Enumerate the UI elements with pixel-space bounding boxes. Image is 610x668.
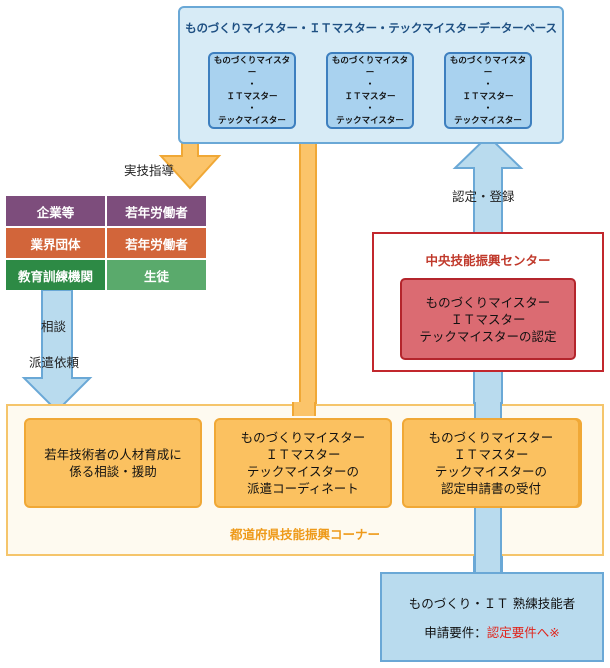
center-title: 中央技能振興センター bbox=[425, 253, 551, 268]
org-row: 業界団体 若年労働者 bbox=[6, 228, 206, 258]
certify-register-label: 認定・登録 bbox=[452, 189, 515, 204]
org-cell-left: 企業等 bbox=[6, 196, 105, 226]
org-row: 教育訓練機関 生徒 bbox=[6, 260, 206, 290]
requirements-link[interactable]: 認定要件へ※ bbox=[486, 625, 560, 640]
requirements-row: 申請要件：認定要件へ※ bbox=[424, 622, 560, 641]
org-cell-right: 若年労働者 bbox=[107, 196, 206, 226]
central-skills-center: 中央技能振興センター ものづくりマイスター ＩＴマスター テックマイスターの認定 bbox=[372, 232, 604, 372]
certification-box: ものづくりマイスター ＩＴマスター テックマイスターの認定 bbox=[400, 278, 576, 360]
org-cell-right: 若年労働者 bbox=[107, 228, 206, 258]
consult-arrow bbox=[21, 289, 93, 413]
org-row: 企業等 若年労働者 bbox=[6, 196, 206, 226]
applicant-title: ものづくり・ＩＴ 熟練技能者 bbox=[408, 596, 576, 611]
org-cell-left: 教育訓練機関 bbox=[6, 260, 105, 290]
dispatch-request-label: 派遣依頼 bbox=[29, 355, 80, 370]
org-cell-left: 業界団体 bbox=[6, 228, 105, 258]
database-title: ものづくりマイスター・ＩＴマスター・テックマイスターデーターベース bbox=[185, 21, 557, 35]
master-database: ものづくりマイスター・ＩＴマスター・テックマイスターデーターベース ものづくりマ… bbox=[178, 6, 564, 144]
practical-guidance-label: 実技指導 bbox=[124, 163, 175, 178]
org-cell-right: 生徒 bbox=[107, 260, 206, 290]
database-card-3: ものづくりマイスター ・ ＩＴマスター ・ テックマイスター bbox=[444, 52, 532, 129]
database-card-2: ものづくりマイスター ・ ＩＴマスター ・ テックマイスター bbox=[326, 52, 414, 129]
organization-table: 企業等 若年労働者 業界団体 若年労働者 教育訓練機関 生徒 bbox=[6, 196, 206, 290]
application-receipt-box-front: ものづくりマイスター ＩＴマスター テックマイスターの 認定申請書の受付 bbox=[402, 418, 580, 508]
dispatch-flow-joint bbox=[292, 402, 316, 416]
requirements-label: 申請要件： bbox=[424, 625, 487, 640]
skilled-applicant: ものづくり・ＩＴ 熟練技能者 申請要件：認定要件へ※ bbox=[380, 572, 604, 662]
database-card-1: ものづくりマイスター ・ ＩＴマスター ・ テックマイスター bbox=[208, 52, 296, 129]
consultation-support-box: 若年技術者の人材育成に 係る相談・援助 bbox=[24, 418, 202, 508]
consult-label: 相談 bbox=[41, 319, 67, 334]
corner-title: 都道府県技能振興コーナー bbox=[229, 527, 380, 542]
dispatch-coordination-box: ものづくりマイスター ＩＴマスター テックマイスターの 派遣コーディネート bbox=[214, 418, 392, 508]
